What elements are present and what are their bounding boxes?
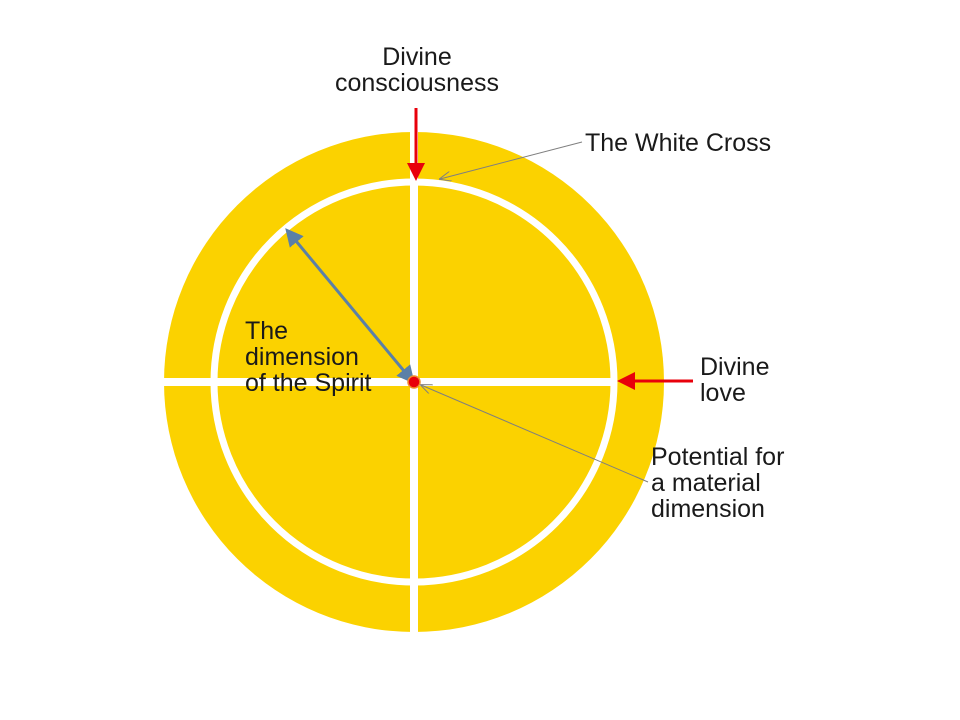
material-potential-pointer [421,385,649,483]
spirit-radius-arrow [285,228,415,384]
cross-horizontal-bar [160,378,614,386]
divine-love-label: Divine love [700,353,770,407]
material-potential-label: Potential for a material dimension [651,443,785,523]
white-cross-pointer [440,141,583,179]
center-dot [407,375,421,389]
white-cross-label: The White Cross [585,129,772,157]
divine-consciousness-label: Divine consciousness [335,43,499,97]
dimension-of-spirit-label: The dimension of the Spirit [245,317,372,397]
